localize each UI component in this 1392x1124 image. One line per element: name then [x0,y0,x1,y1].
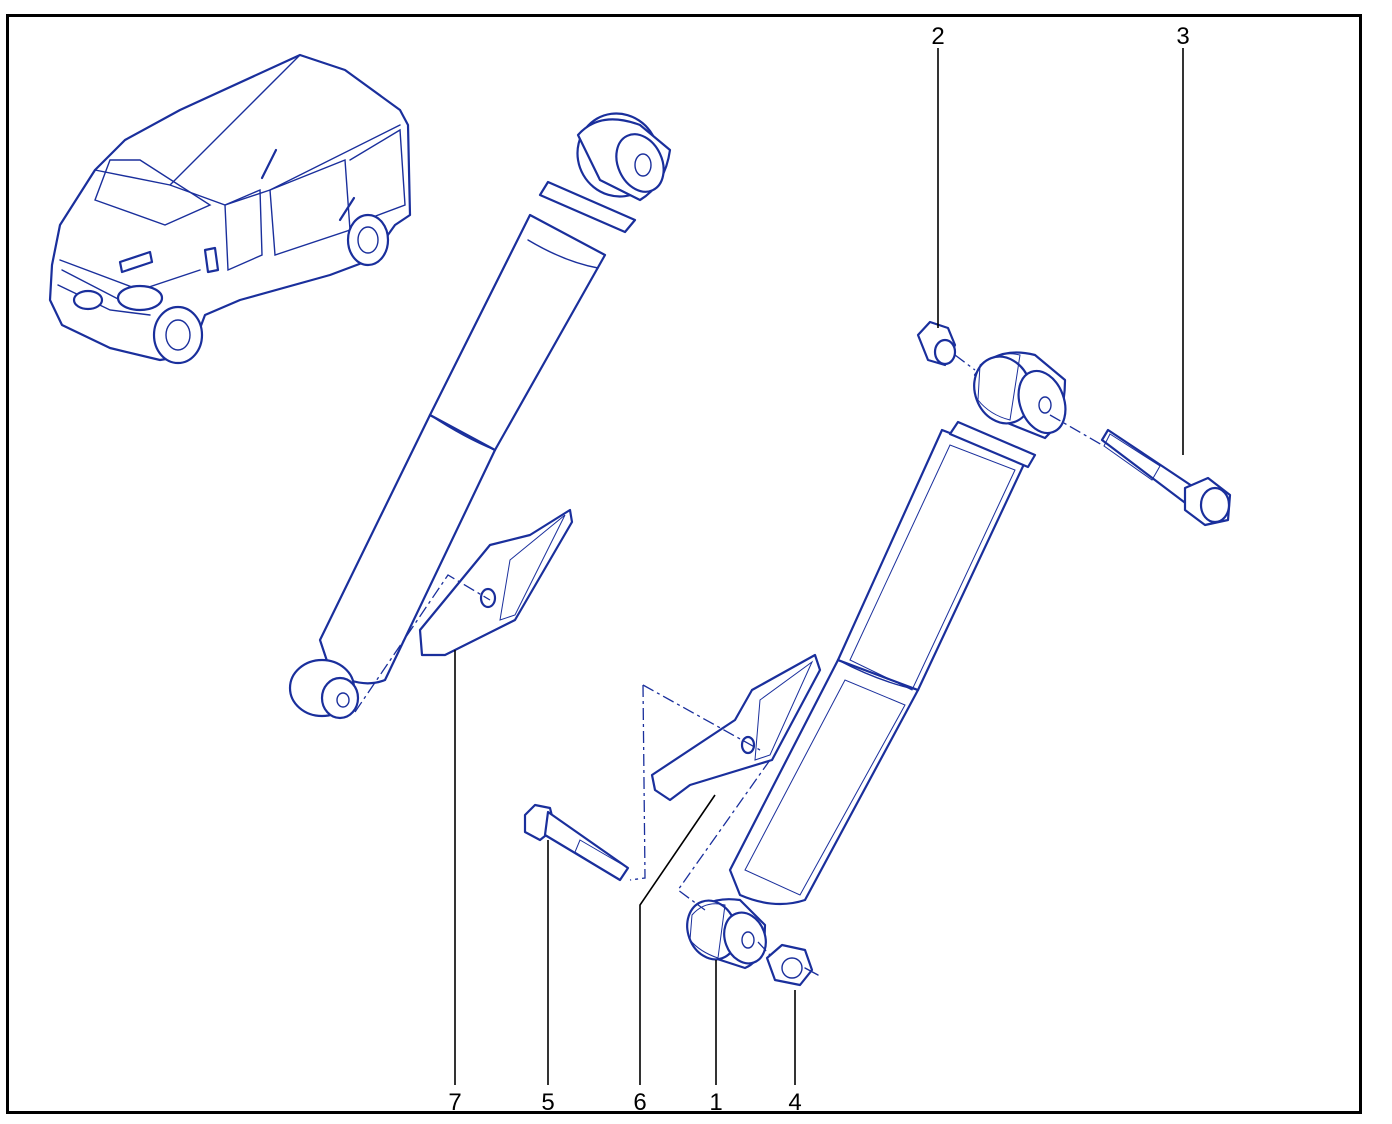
nut-4 [765,943,819,987]
nut-2 [916,320,957,367]
callout-1: 1 [709,1089,722,1116]
bushing-1 [686,898,767,970]
bolt-5 [523,803,630,882]
bracket-7 [354,508,574,713]
bracket-6 [629,653,822,911]
leader-lines [454,48,1184,1085]
shock-absorber-right [728,420,1037,906]
callout-7: 7 [448,1089,461,1116]
callout-6: 6 [633,1089,646,1116]
callout-3: 3 [1176,23,1189,50]
callout-4: 4 [788,1089,801,1116]
shock-absorber-left [288,112,672,720]
callout-5: 5 [541,1089,554,1116]
bushing-upper [973,351,1067,440]
callout-2: 2 [931,23,944,50]
bolt-3 [1100,428,1232,527]
van-icon [48,53,412,365]
